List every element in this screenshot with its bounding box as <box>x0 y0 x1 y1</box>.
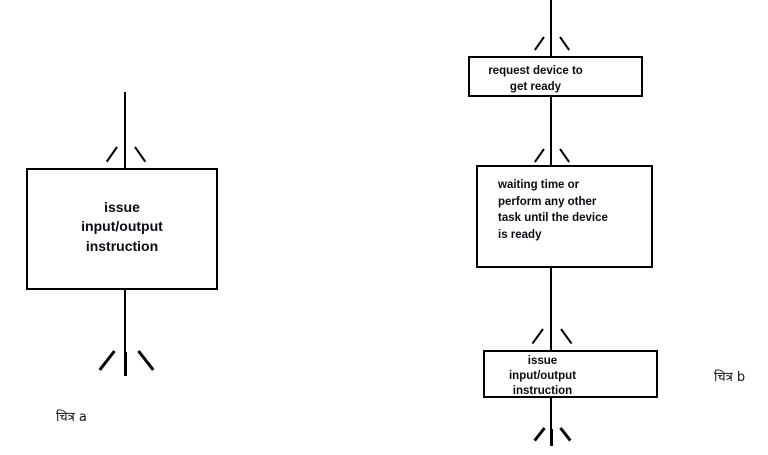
node-waiting-time: waiting time or perform any other task u… <box>476 165 653 268</box>
edge-2-3-line <box>550 268 552 350</box>
edge-in-a-line <box>124 92 126 168</box>
caption-figure-b: चित्र b <box>714 370 746 385</box>
node-waiting-time-label: waiting time or perform any other task u… <box>498 179 608 242</box>
edge-1-2-line <box>550 97 552 168</box>
edge-out-a-line <box>124 290 126 376</box>
node-issue-io-b: issue input/output instruction <box>483 350 658 398</box>
edge-in-b-line <box>550 0 552 56</box>
node-issue-io-a-label: issue input/output instruction <box>81 199 163 254</box>
node-request-device: request device to get ready <box>468 56 643 97</box>
node-issue-io-b-label: issue input/output instruction <box>508 355 577 397</box>
node-request-device-label: request device to get ready <box>488 65 583 93</box>
caption-figure-a: चित्र a <box>56 410 87 425</box>
node-issue-io-a: issue input/output instruction <box>26 168 218 290</box>
edge-out-b-line <box>550 398 552 446</box>
